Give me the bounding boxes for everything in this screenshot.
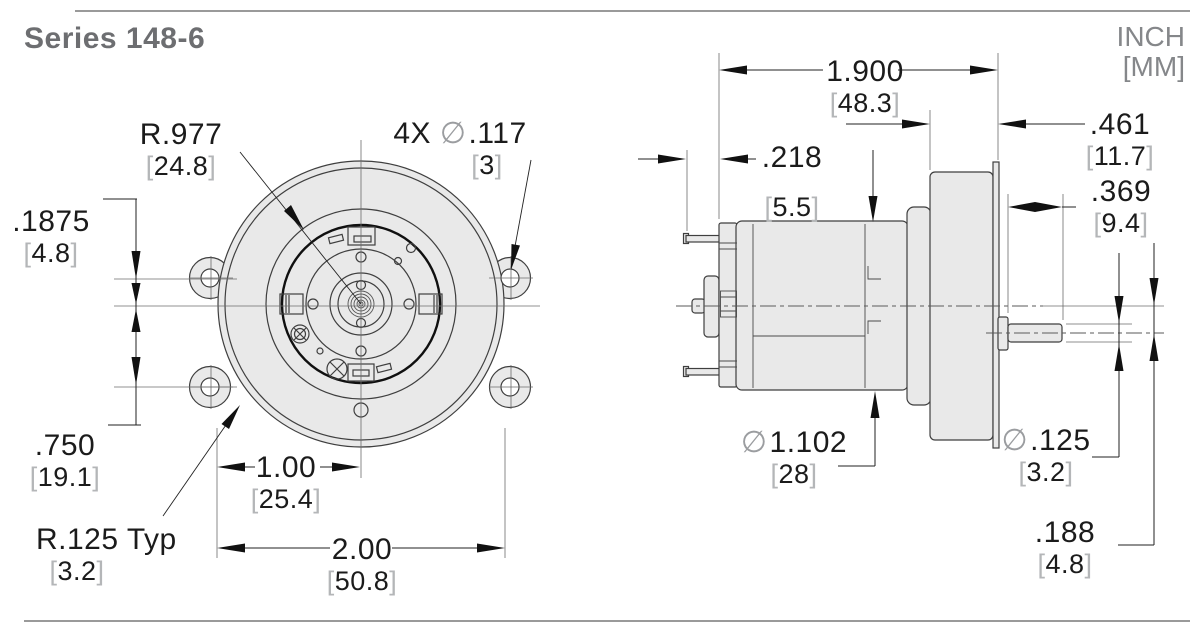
screw-head: [326, 358, 348, 380]
clip-box-east: [418, 293, 443, 315]
brush-block-lines: [720, 296, 737, 312]
dim-mm: [24.8]: [145, 151, 217, 181]
dim-inch: .369: [1090, 175, 1152, 208]
dim-mm: [25.4]: [250, 484, 322, 514]
units-inch: INCH: [1116, 21, 1185, 52]
dim-mm: [19.1]: [29, 462, 101, 492]
can-crimp-tab: [867, 266, 881, 280]
dim-inch: .1875: [12, 205, 90, 238]
vent-slot: [375, 362, 393, 374]
page-title: Series 148-6: [24, 22, 206, 55]
dim-inch: 2.00: [331, 533, 393, 566]
dim-label-axis-offset: .188 [4.8]: [1028, 517, 1102, 580]
units-note: INCH [MM]: [1117, 22, 1185, 82]
diameter-symbol: ∅: [1001, 424, 1029, 457]
endcap-notches: [719, 242, 737, 368]
side-extension-lines: [686, 53, 1132, 343]
dim-inch: 1.00: [255, 451, 317, 484]
dim-mm: [3.2]: [1018, 457, 1074, 487]
bottom-rule: [24, 620, 1190, 622]
screw-head: [293, 327, 307, 341]
front-arrowheads: [131, 205, 520, 553]
dim-mm: [48.3]: [829, 88, 901, 118]
terminal-pin: [685, 367, 721, 376]
dim-mm: [3.2]: [49, 556, 105, 586]
dim-inch: ∅.125: [1001, 424, 1091, 457]
diameter-symbol: ∅: [439, 117, 467, 150]
dim-mm: [4.8]: [1037, 549, 1093, 579]
dim-label-shaft-length: .369 [9.4]: [1084, 176, 1158, 239]
brush-block: [720, 290, 737, 318]
face-hole: [393, 256, 403, 266]
dim-mm: [28]: [770, 459, 818, 489]
motor-endcap: [718, 222, 738, 388]
terminal-box-north-slot: [353, 235, 372, 243]
dim-mm: [3]: [471, 150, 503, 180]
diameter-symbol: ∅: [740, 426, 768, 459]
clip-box-west: [279, 293, 304, 315]
dim-label-hole-spacing: .750 [19.1]: [24, 430, 106, 493]
shaft-hub: [997, 316, 1009, 351]
front-extension-lines: [114, 278, 506, 558]
screw-slots: [329, 361, 345, 377]
can-crimp-tab: [867, 320, 881, 334]
dim-label-mount-holes: 4X ∅.117 [3]: [385, 118, 535, 181]
dim-label-gearbox-depth: .461 [11.7]: [1080, 109, 1160, 172]
dim-inch: .218: [761, 141, 823, 174]
vent-slot: [327, 233, 345, 245]
dim-label-fillet: R.125 Typ [3.2]: [36, 523, 177, 587]
rear-bearing-housing: [703, 275, 720, 338]
mounting-plate: [992, 161, 1000, 449]
leader-radius-flange: [239, 151, 362, 305]
dim-inch: .461: [1089, 108, 1151, 141]
dim-label-motor-diameter: ∅1.102 [28]: [740, 427, 848, 490]
front-centerlines: [114, 140, 540, 478]
terminal-box-north: [347, 226, 376, 246]
dim-inch: R.977: [139, 118, 223, 151]
dim-label-shaft-diameter: ∅.125 [3.2]: [1000, 425, 1092, 488]
units-mm: [MM]: [1122, 51, 1185, 82]
front-view-drawing: [188, 160, 532, 448]
dim-inch: R.125 Typ: [36, 523, 177, 556]
dim-inch: ∅1.102: [740, 426, 848, 459]
dim-inch: 4X ∅.117: [393, 117, 527, 150]
clip-box-east-lines: [433, 295, 438, 313]
top-rule: [75, 10, 1190, 12]
dim-label-overall-length: 1.900 [48.3]: [817, 56, 913, 119]
face-hole: [307, 298, 319, 310]
face-hole: [405, 242, 417, 254]
dim-label-half-width: 1.00 [25.4]: [247, 452, 325, 515]
dim-mm: [4.8]: [23, 238, 79, 268]
dim-inch: 1.900: [826, 55, 904, 88]
dim-mm: [5.5]: [764, 192, 820, 222]
dim-label-radius-flange: R.977 [24.8]: [121, 119, 241, 182]
dim-label-terminal-length: .218 [5.5]: [753, 142, 831, 223]
screw-slots: [293, 327, 307, 341]
motor-can: [735, 220, 909, 391]
dim-mm: [9.4]: [1093, 208, 1149, 238]
dim-mm: [11.7]: [1085, 141, 1155, 171]
dim-label-full-width: 2.00 [50.8]: [323, 534, 401, 597]
leader-fillet: [162, 408, 238, 517]
clip-box-west-lines: [285, 295, 290, 313]
terminal-pin: [685, 234, 721, 243]
dim-mm: [50.8]: [326, 566, 398, 596]
face-hole: [403, 298, 415, 310]
dim-label-hole-offset: .1875 [4.8]: [10, 206, 92, 269]
dim-inch: .188: [1034, 516, 1096, 549]
screw-head: [290, 324, 310, 344]
side-arrowheads: [658, 65, 1159, 418]
face-hole: [316, 347, 324, 355]
dim-inch: .750: [34, 429, 96, 462]
